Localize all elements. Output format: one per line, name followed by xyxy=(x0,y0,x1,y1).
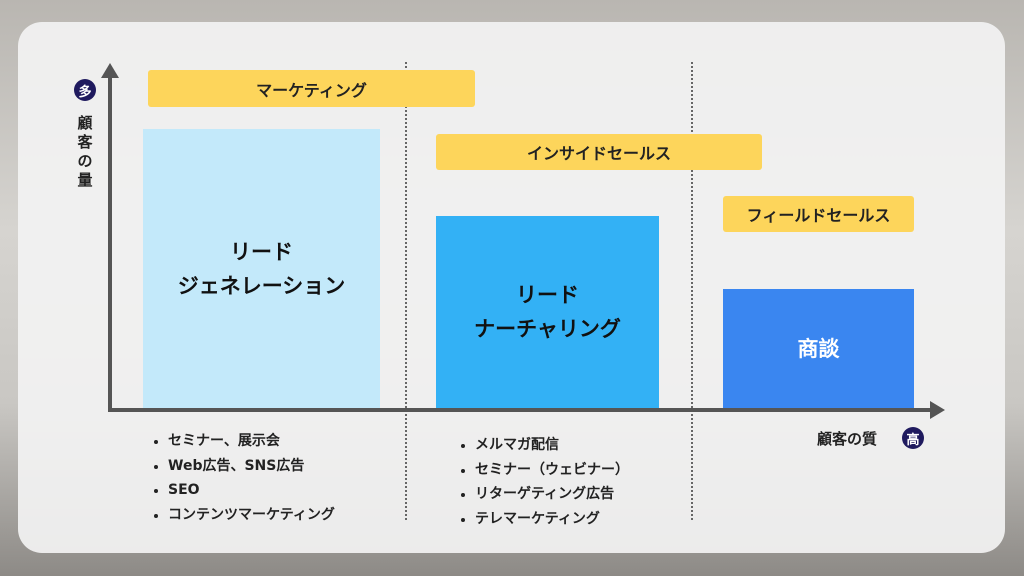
list-item: Web広告、SNS広告 xyxy=(168,454,335,479)
list-item: コンテンツマーケティング xyxy=(168,503,335,528)
list-item: テレマーケティング xyxy=(475,507,629,532)
x-axis-arrow-icon xyxy=(930,401,945,419)
phase-marketing: マーケティング xyxy=(148,70,475,107)
divider-2 xyxy=(691,62,693,520)
lead-nurturing-methods: メルマガ配信 セミナー（ウェビナー） リターゲティング広告 テレマーケティング xyxy=(457,433,629,531)
x-badge: 高 xyxy=(902,427,924,449)
y-badge: 多 xyxy=(74,79,96,101)
x-axis-label: 顧客の質 xyxy=(817,430,878,448)
list-item: SEO xyxy=(168,478,335,503)
divider-1 xyxy=(405,62,407,520)
phase-inside-sales: インサイドセールス xyxy=(436,134,762,170)
bar-lead-generation: リード ジェネレーション xyxy=(143,129,380,408)
list-item: リターゲティング広告 xyxy=(475,482,629,507)
list-item: セミナー、展示会 xyxy=(168,429,335,454)
y-axis xyxy=(108,76,112,412)
x-axis xyxy=(108,408,934,412)
list-item: メルマガ配信 xyxy=(475,433,629,458)
y-axis-arrow-icon xyxy=(101,63,119,78)
y-axis-label: 顧客の量 xyxy=(77,114,93,189)
phase-field-sales: フィールドセールス xyxy=(723,196,914,232)
list-item: セミナー（ウェビナー） xyxy=(475,458,629,483)
bar-negotiation: 商談 xyxy=(723,289,914,408)
bar-lead-nurturing: リード ナーチャリング xyxy=(436,216,659,408)
lead-generation-methods: セミナー、展示会 Web広告、SNS広告 SEO コンテンツマーケティング xyxy=(150,429,335,527)
